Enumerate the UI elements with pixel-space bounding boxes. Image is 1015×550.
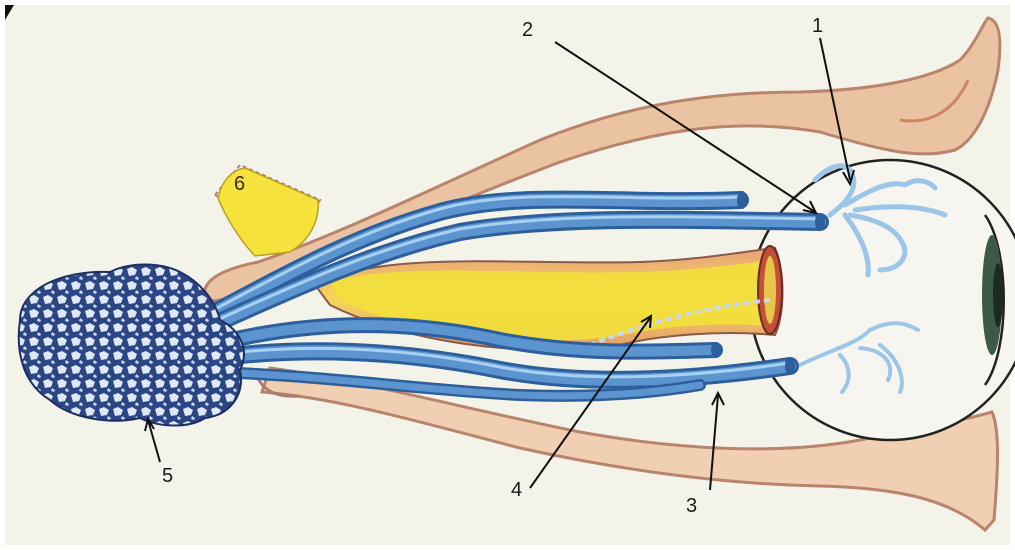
- label-5: 5: [162, 465, 173, 487]
- label-6: 6: [234, 173, 245, 195]
- label-2: 2: [522, 19, 533, 41]
- label-3: 3: [686, 495, 697, 517]
- label-1: 1: [812, 15, 823, 37]
- label-4: 4: [511, 479, 522, 501]
- eyeball: [750, 160, 1015, 440]
